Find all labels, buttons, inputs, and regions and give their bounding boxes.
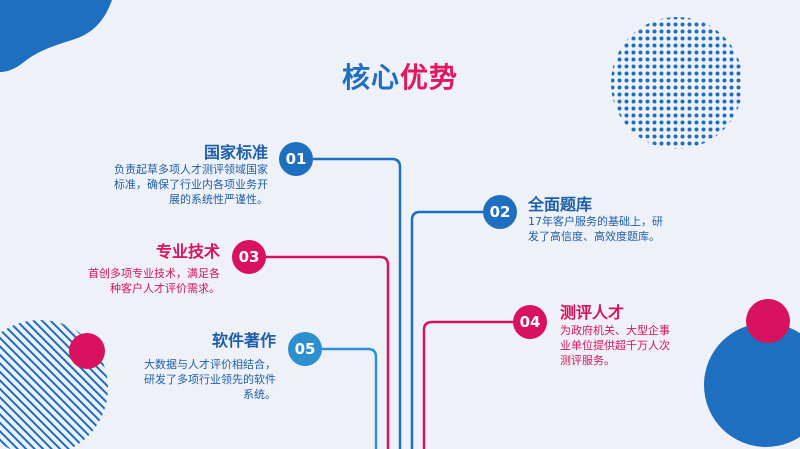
- heading-04: 测评人才: [560, 299, 710, 323]
- number-badge-03: 03: [232, 240, 266, 274]
- connector-02: [412, 212, 483, 449]
- description-01-line: 展的系统性严谨性。: [88, 192, 268, 207]
- description-02-line: 17年客户服务的基础上，研: [528, 214, 708, 229]
- description-01-line: 标准，确保了行业内各项业务开: [88, 177, 268, 192]
- title-part-1: 核心: [342, 61, 400, 94]
- description-02-line: 发了高信度、高效度题库。: [528, 229, 708, 244]
- description-02: 17年客户服务的基础上，研 发了高信度、高效度题库。: [528, 214, 708, 244]
- number-badge-05: 05: [288, 332, 322, 366]
- description-05-line: 大数据与人才评价相结合，: [100, 357, 276, 372]
- page-title: 核心优势: [0, 56, 800, 96]
- title-part-2: 优势: [400, 61, 458, 94]
- description-03: 首创多项专业技术，满足各 种客户人才评价需求。: [60, 266, 220, 296]
- connector-04: [424, 322, 513, 449]
- number-badge-04: 04: [513, 305, 547, 339]
- description-05-line: 系统。: [100, 387, 276, 402]
- description-04-line: 为政府机关、大型企事: [560, 323, 720, 338]
- heading-05: 软件著作: [150, 327, 276, 351]
- description-04: 为政府机关、大型企事 业单位提供超千万人次 测评服务。: [560, 323, 720, 368]
- description-05-line: 研发了多项行业领先的软件: [100, 372, 276, 387]
- description-04-line: 测评服务。: [560, 353, 720, 368]
- description-03-line: 种客户人才评价需求。: [60, 281, 220, 296]
- heading-02: 全面题库: [528, 191, 688, 215]
- connector-05: [322, 349, 376, 449]
- heading-01: 国家标准: [150, 139, 268, 163]
- description-01-line: 负责起草多项人才测评领域国家: [88, 162, 268, 177]
- number-badge-02: 02: [483, 195, 517, 229]
- connector-03: [266, 257, 388, 449]
- number-badge-01: 01: [279, 142, 313, 176]
- description-01: 负责起草多项人才测评领域国家 标准，确保了行业内各项业务开 展的系统性严谨性。: [88, 162, 268, 207]
- small-pink-circle-right: [746, 299, 790, 343]
- description-03-line: 首创多项专业技术，满足各: [60, 266, 220, 281]
- heading-03: 专业技术: [100, 238, 220, 262]
- description-04-line: 业单位提供超千万人次: [560, 338, 720, 353]
- description-05: 大数据与人才评价相结合， 研发了多项行业领先的软件 系统。: [100, 357, 276, 402]
